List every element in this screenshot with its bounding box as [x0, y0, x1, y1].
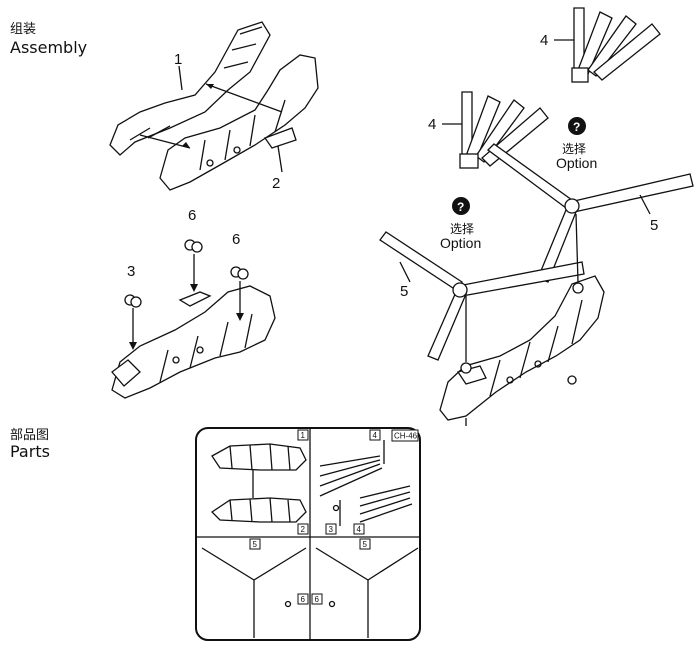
- leader-5b: [399, 261, 411, 283]
- sprue-part-6b: [328, 600, 336, 608]
- sprue-label-2: 2: [301, 525, 306, 534]
- callout-5b: 5: [400, 283, 408, 300]
- callout-5a: 5: [650, 217, 658, 234]
- sprue-label-4b: 4: [357, 525, 362, 534]
- option-label-cn-1: 选择: [562, 142, 586, 156]
- sprue-label-4a: 4: [373, 431, 378, 440]
- sprue-label-1: 1: [301, 431, 306, 440]
- gear-part-6a: [184, 239, 203, 292]
- gear-part-6b: [230, 266, 249, 321]
- fuselage-assembled-step2: [111, 285, 276, 399]
- sprue-part-1: [211, 443, 307, 471]
- rotor-assembly-upper: [487, 143, 694, 283]
- callout-4b: 4: [428, 116, 436, 133]
- callout-1: 1: [174, 51, 182, 68]
- option-marker-1: ? 选择 Option: [556, 117, 597, 171]
- callout-4a: 4: [540, 32, 548, 49]
- parts-sprue: 1 2 3 4 4 5 5 6 6 CH-46: [195, 427, 421, 641]
- sprue-part-5b: [315, 547, 419, 638]
- assembly-arrow-rotor-upper: [575, 213, 579, 283]
- sprue-label-3: 3: [329, 525, 334, 534]
- option-label-2: Option: [440, 235, 481, 251]
- sprue-part-6a: [284, 600, 292, 608]
- sprue-title: CH-46: [394, 432, 418, 441]
- sprue-label-6b: 6: [315, 595, 320, 604]
- option-label-1: Option: [556, 155, 597, 171]
- parts-title-cn: 部品图: [10, 428, 50, 443]
- option-icon-text-1: ?: [573, 120, 580, 134]
- option-icon-text-2: ?: [457, 200, 464, 214]
- assembly-title-cn: 组装: [10, 22, 37, 37]
- callout-2: 2: [272, 175, 280, 192]
- sprue-part-4a: [319, 455, 383, 497]
- parts-title: Parts: [10, 442, 50, 461]
- callout-6a: 6: [188, 207, 196, 224]
- sprue-part-2: [210, 497, 307, 523]
- callout-6b: 6: [232, 231, 240, 248]
- sprue-part-3: [332, 504, 340, 512]
- rotor-assembly-lower: [379, 231, 585, 361]
- sprue-label-5b: 5: [363, 540, 368, 549]
- sprue-label-5a: 5: [253, 540, 258, 549]
- leader-2: [277, 145, 283, 173]
- leader-5a: [639, 194, 651, 215]
- sprue-label-6a: 6: [301, 595, 306, 604]
- assembly-title: Assembly: [10, 38, 88, 57]
- leader-1: [178, 65, 183, 91]
- option-marker-2: ? 选择 Option: [440, 197, 481, 251]
- gear-part-3: [124, 294, 142, 350]
- helicopter-assembled: [439, 275, 605, 426]
- assembly-arrows-1: [139, 83, 283, 149]
- fuselage-half-right: [159, 54, 319, 191]
- blade-set-4-upper: [571, 7, 661, 83]
- sprue-part-5a: [201, 547, 307, 638]
- option-label-cn-2: 选择: [450, 222, 474, 236]
- question-icon: [568, 117, 586, 135]
- callout-3: 3: [127, 263, 135, 280]
- sprue-part-4b: [359, 485, 413, 523]
- fuselage-half-left: [109, 21, 271, 156]
- question-icon: [452, 197, 470, 215]
